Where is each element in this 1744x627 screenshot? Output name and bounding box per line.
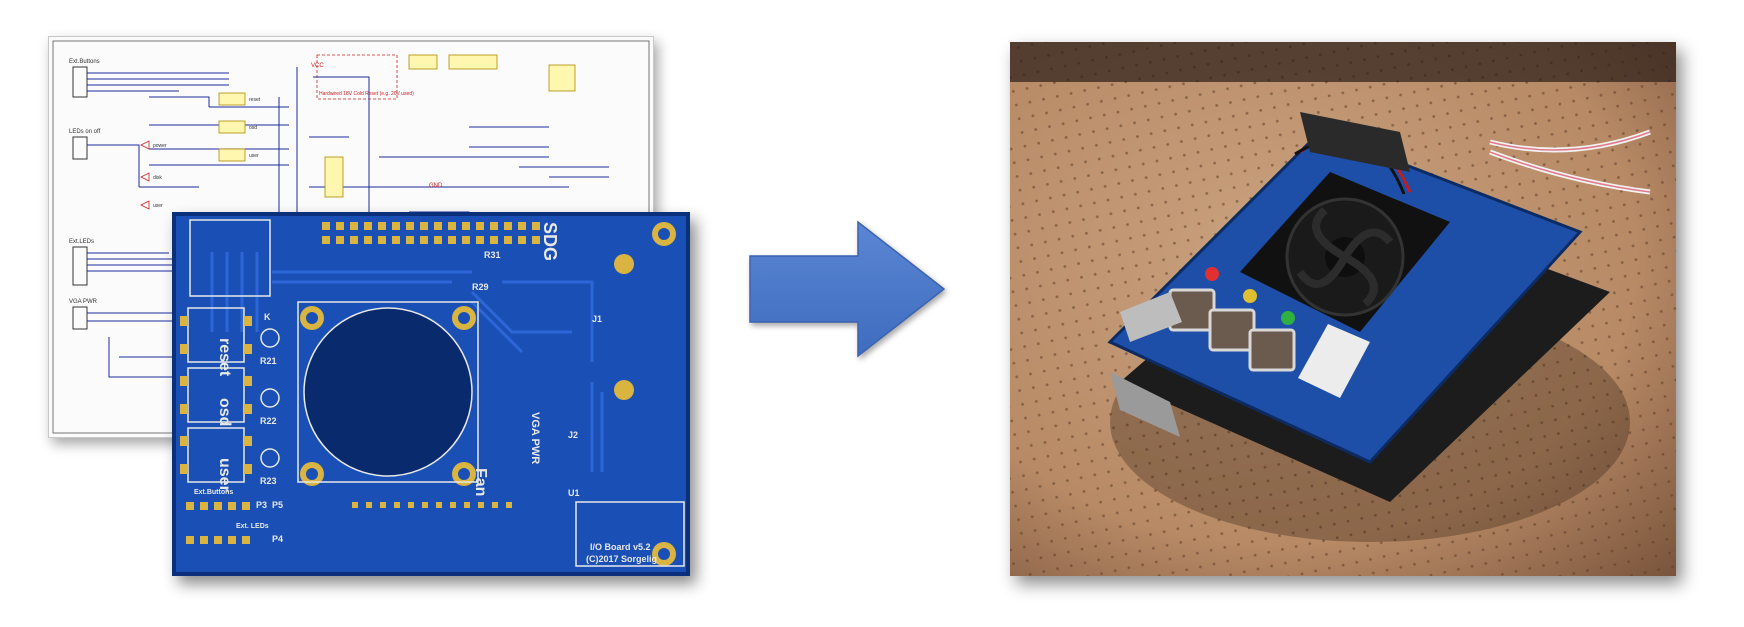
pcb-logo: SDG: [540, 222, 560, 261]
pcb-label-p4: P4: [272, 534, 283, 544]
pcb-footer-line2: (C)2017 Sorgelig: [586, 554, 657, 564]
pcb-label-ext-buttons: Ext.Buttons: [194, 489, 233, 496]
label-led1: power: [153, 143, 167, 149]
pcb-label-j2: J2: [568, 430, 578, 440]
assembled-board-photo: [1010, 42, 1676, 576]
right-arrow-icon: [746, 218, 950, 360]
label-p1: Ext.Buttons: [69, 59, 100, 65]
pcb-label-p3: P3: [256, 500, 267, 510]
schematic-drawing: Ext.Buttons LEDs on off Ext.LEDs VGA PWR…: [52, 40, 650, 434]
pcb-button-user-label: user: [216, 458, 233, 492]
label-led2: disk: [153, 175, 162, 181]
label-note: Hardwired 18V Cold Reset (e.g. 20V used): [319, 91, 414, 97]
pcb-label-ext-leds: Ext. LEDs: [236, 523, 269, 530]
pcb-label-r29: R29: [472, 282, 489, 292]
label-sw1: reset: [249, 97, 261, 103]
pcb-render: reset osd user K R21 R22 R23 R31 R29 Ext…: [172, 212, 690, 576]
label-sw2: osd: [249, 125, 257, 131]
label-vcc: VCC: [311, 63, 324, 69]
label-p4: VGA PWR: [69, 299, 98, 305]
label-gnd: GND: [429, 183, 443, 189]
pcb-label-r22: R22: [260, 416, 277, 426]
label-sw3: user: [249, 153, 259, 159]
pcb-label-u1: U1: [568, 488, 580, 498]
pcb-label-k: K: [264, 312, 271, 322]
label-led3: user: [153, 203, 163, 209]
pcb-footer-line1: I/O Board v5.2: [590, 542, 651, 552]
pcb-label-fan: Fan: [472, 468, 489, 496]
pcb-label-vga-pwr: VGA PWR: [529, 412, 541, 464]
label-p2: LEDs on off: [69, 129, 101, 135]
pcb-drawing: reset osd user K R21 R22 R23 R31 R29 Ext…: [172, 212, 690, 576]
pcb-button-osd-label: osd: [216, 398, 233, 426]
pcb-label-j1: J1: [592, 314, 602, 324]
pcb-label-r23: R23: [260, 476, 277, 486]
pcb-button-reset-label: reset: [216, 338, 233, 377]
label-p3: Ext.LEDs: [69, 239, 94, 245]
pcb-label-p5: P5: [272, 500, 283, 510]
pcb-label-r21: R21: [260, 356, 277, 366]
pcb-label-r31: R31: [484, 250, 501, 260]
